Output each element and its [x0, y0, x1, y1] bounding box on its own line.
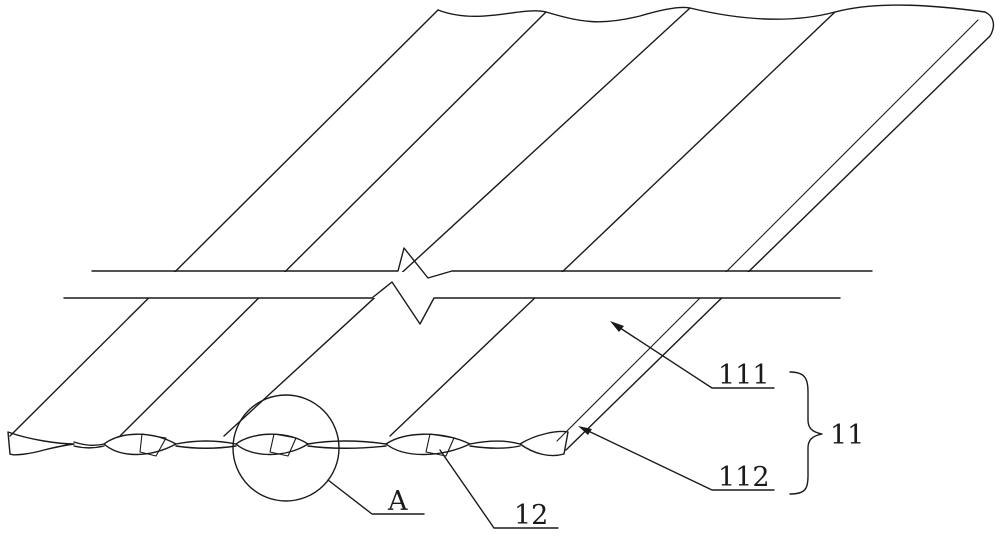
break-band — [60, 247, 880, 325]
label-111: 111 — [718, 360, 770, 391]
label-12: 12 — [514, 500, 548, 531]
rib-lines — [119, 7, 836, 437]
panel-outline — [9, 4, 995, 451]
leader-112 — [578, 426, 775, 491]
leader-12 — [439, 449, 559, 529]
leader-111 — [610, 321, 775, 389]
cross-section — [7, 430, 569, 457]
label-112: 112 — [718, 462, 770, 493]
detail-circle-a — [232, 394, 425, 515]
label-a: A — [387, 486, 408, 517]
label-11: 11 — [830, 420, 864, 451]
brace-11 — [789, 371, 823, 495]
